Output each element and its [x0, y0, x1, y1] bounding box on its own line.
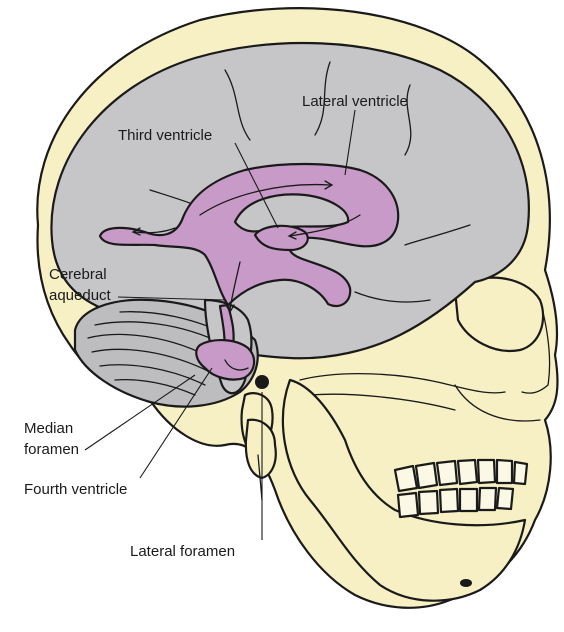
label-cerebral-aqueduct-line2: aqueduct	[49, 287, 112, 304]
label-median-foramen-line2: foramen	[24, 441, 79, 458]
label-median-foramen-line1: Median	[24, 420, 73, 437]
label-fourth-ventricle: Fourth ventricle	[24, 481, 127, 498]
label-cerebral-aqueduct-line1: Cerebral	[49, 266, 107, 283]
mental-foramen	[460, 579, 472, 587]
label-lateral-foramen: Lateral foramen	[130, 543, 235, 560]
label-third-ventricle: Third ventricle	[118, 127, 212, 144]
ear-canal	[255, 375, 269, 389]
label-lateral-ventricle: Lateral ventricle	[302, 93, 408, 110]
